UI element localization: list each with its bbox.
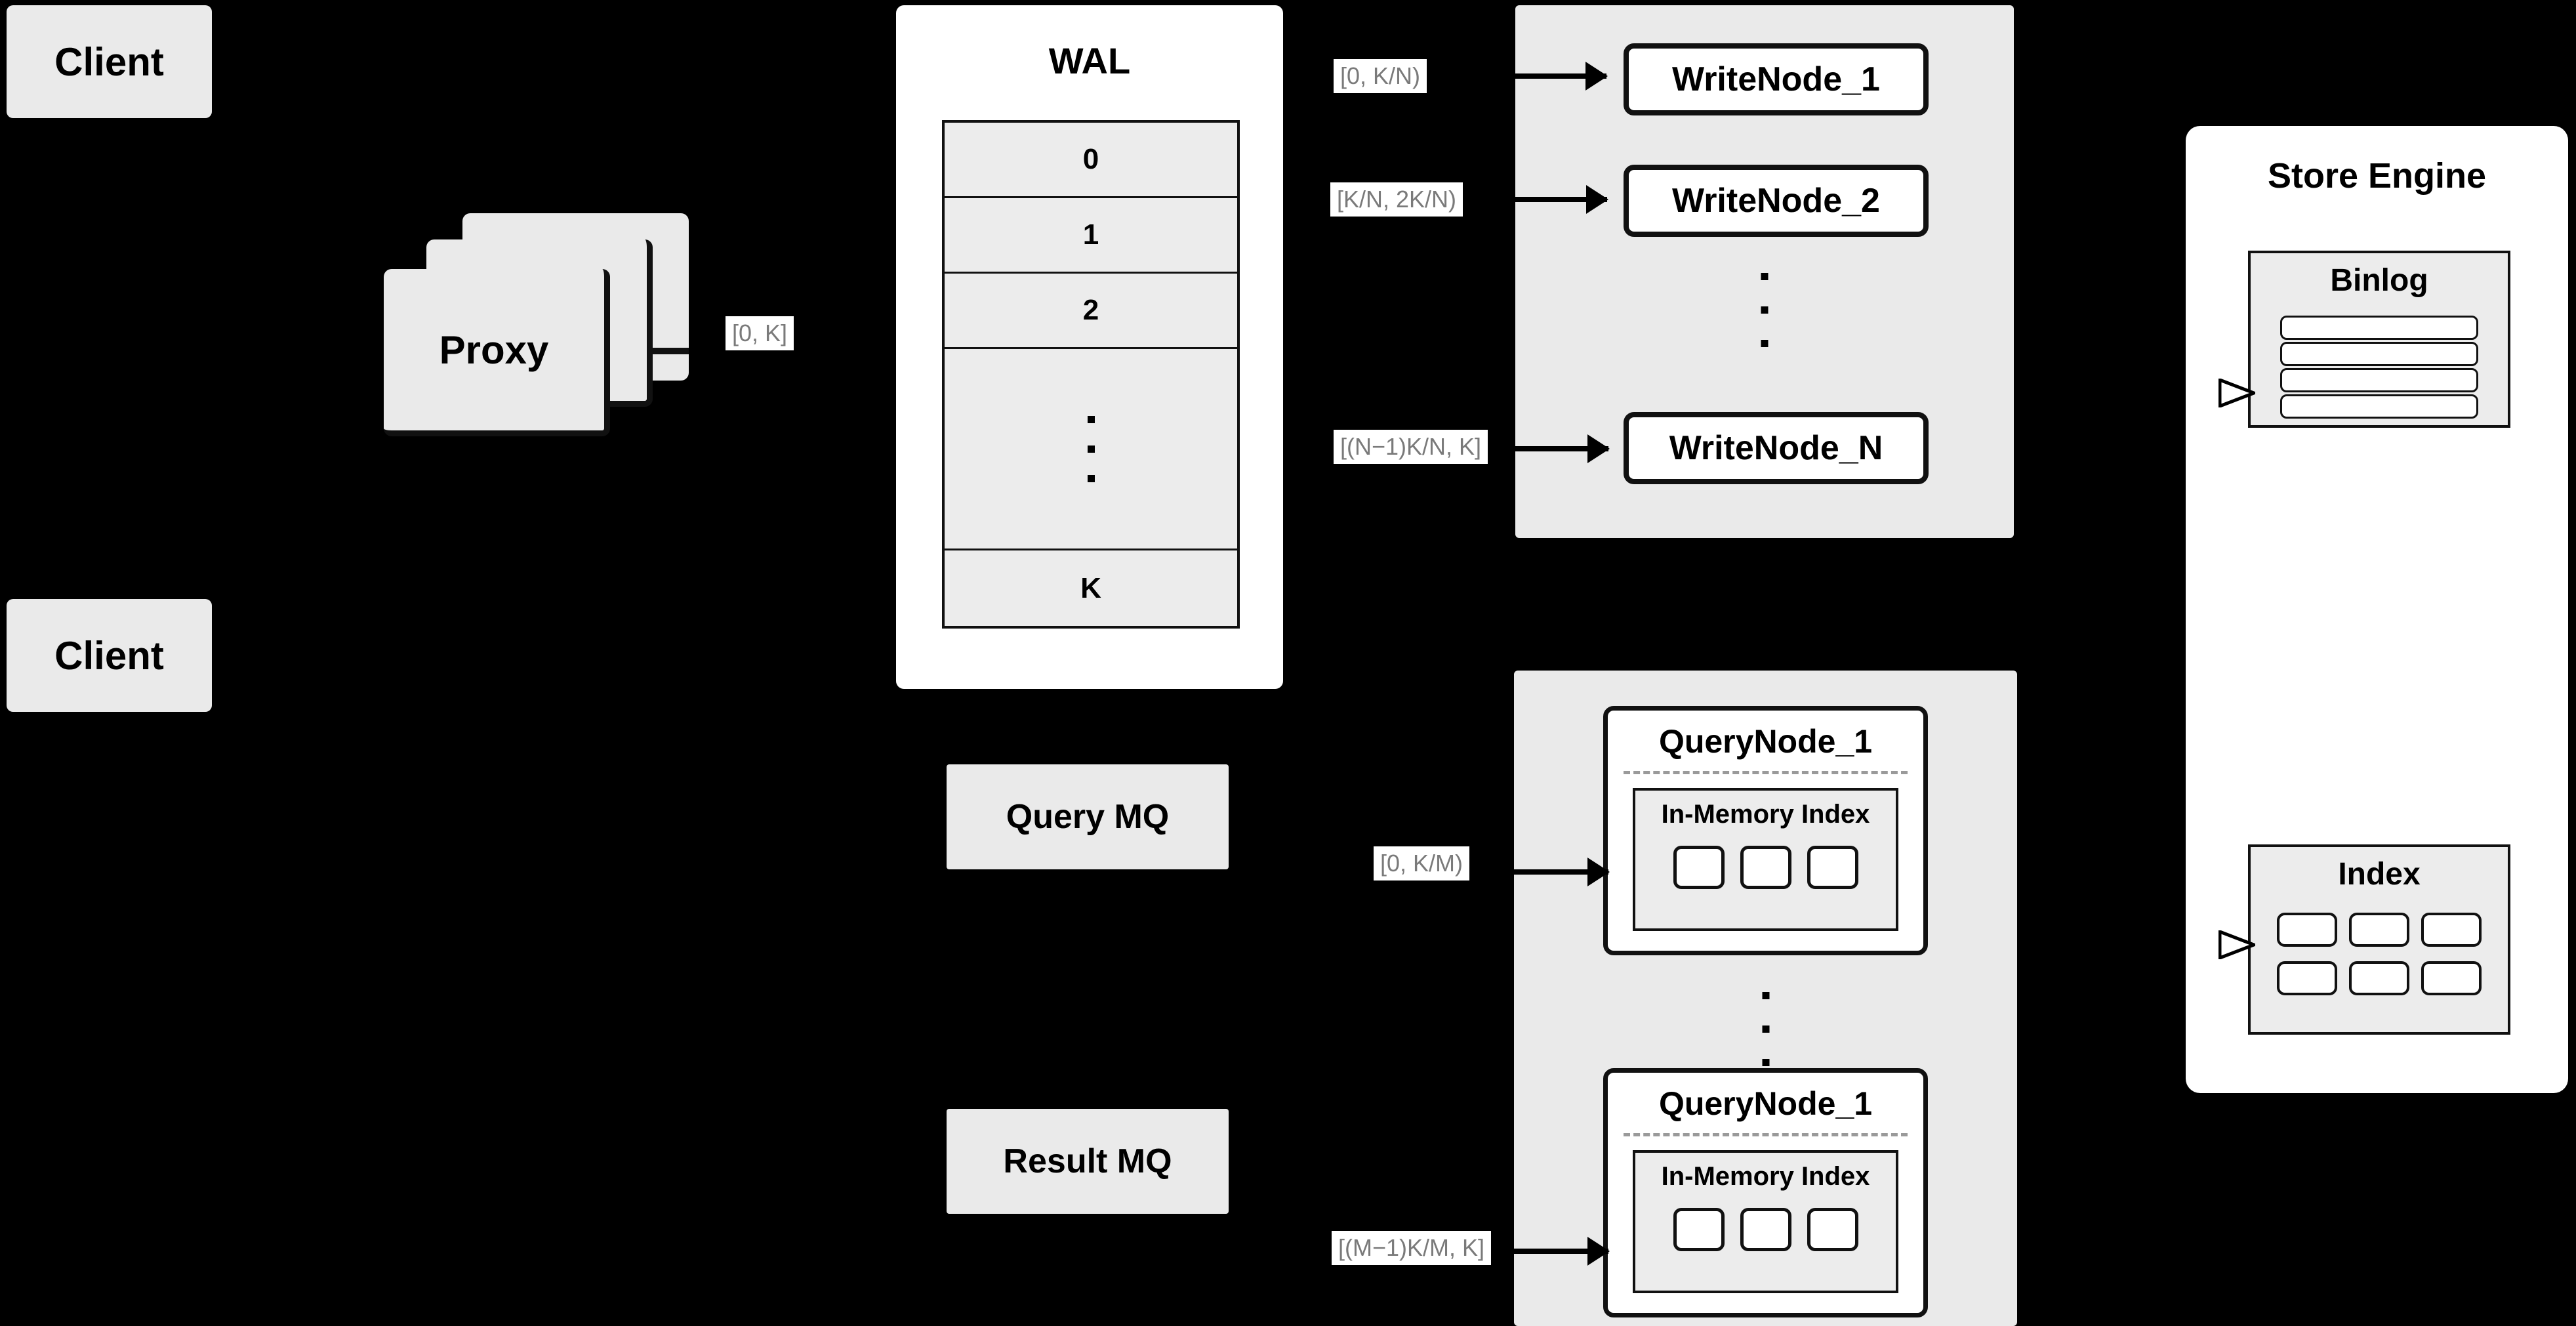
index-cell [2421,961,2482,995]
in-memory-index-2-title: In-Memory Index [1661,1162,1870,1191]
wal-row-2: 2 [945,274,1237,349]
ellipsis-dot-icon [1762,1026,1769,1033]
range-label-write-node-2: [K/N, 2K/N) [1330,182,1463,217]
range-label-query-node-2: [(M−1)K/M, K] [1332,1231,1492,1265]
in-memory-index-cell [1673,846,1725,889]
binlog-title: Binlog [2330,263,2428,298]
in-memory-index-cell [1673,1208,1725,1251]
range-label-proxy-to-wal: [0, K] [726,316,794,350]
query-node-1[interactable]: QueryNode_1 In-Memory Index [1603,706,1928,955]
ellipsis-dot-icon [1761,273,1768,280]
range-label-write-node-1: [0, K/N) [1334,59,1427,93]
arrow-to-write-node-n [1515,446,1608,451]
client-box-1[interactable]: Client [7,5,212,118]
wal-row-k: K [1080,571,1101,604]
ellipsis-dot-icon [1087,415,1095,423]
proxy-card-front[interactable]: Proxy [384,269,610,436]
wal-row-1: 1 [945,198,1237,274]
write-node-ellipsis [1761,273,1768,347]
index-cell [2349,961,2409,995]
index-grid [2277,913,2482,995]
wal-row-0: 0 [945,123,1237,198]
query-node-2-title: QueryNode_1 [1658,1085,1873,1122]
index-section: Index [2248,844,2510,1035]
in-memory-index-2: In-Memory Index [1633,1150,1898,1293]
query-mq-box[interactable]: Query MQ [947,764,1229,869]
query-node-2[interactable]: QueryNode_1 In-Memory Index [1603,1068,1928,1317]
result-mq-box[interactable]: Result MQ [947,1109,1229,1214]
in-memory-index-cell [1740,1208,1791,1251]
in-memory-index-1-title: In-Memory Index [1661,800,1870,829]
write-node-n[interactable]: WriteNode_N [1624,412,1929,484]
binlog-row [2280,394,2478,419]
index-cell [2277,961,2337,995]
in-memory-index-cell [1740,846,1791,889]
wal-row-ellipsis [945,349,1237,550]
wal-title: WAL [1048,40,1131,81]
store-engine-panel: Store Engine Binlog Index [2186,126,2568,1093]
wal-entry-table: 0 1 2 K [942,120,1240,629]
ellipsis-dot-icon [1762,1059,1769,1066]
in-memory-index-1-cells [1635,846,1896,889]
ellipsis-dot-icon [1762,992,1769,999]
binlog-rows [2280,316,2478,419]
ellipsis-dot-icon [1087,474,1095,482]
in-memory-index-cell [1807,1208,1858,1251]
wal-panel: WAL 0 1 2 K [896,5,1283,689]
in-memory-index-cell [1807,846,1858,889]
in-memory-index-2-cells [1635,1208,1896,1251]
write-node-1[interactable]: WriteNode_1 [1624,43,1929,115]
query-node-ellipsis [1762,992,1769,1066]
binlog-row [2280,316,2478,340]
range-label-query-node-1: [0, K/M) [1374,846,1470,881]
arrow-to-write-node-1 [1433,73,1606,79]
query-node-1-divider [1624,771,1908,774]
store-engine-title: Store Engine [2267,156,2487,196]
index-cell [2349,913,2409,947]
ellipsis-dot-icon [1761,306,1768,314]
write-node-cluster: WriteNode_1 WriteNode_2 WriteNode_N [1515,5,2014,538]
arrow-to-query-node-1 [1486,869,1608,875]
range-label-write-node-n: [(N−1)K/N, K] [1334,430,1488,464]
in-memory-index-1: In-Memory Index [1633,788,1898,931]
binlog-section: Binlog [2248,251,2510,428]
index-cell [2421,913,2482,947]
proxy-connector-stub [649,348,689,354]
query-node-2-divider [1624,1133,1908,1136]
binlog-row [2280,368,2478,392]
arrow-to-binlog [2146,379,2255,407]
client-box-2[interactable]: Client [7,599,212,712]
proxy-stack[interactable]: Proxy [384,213,692,436]
ellipsis-dot-icon [1087,445,1095,453]
query-node-1-title: QueryNode_1 [1658,723,1873,760]
write-node-2[interactable]: WriteNode_2 [1624,165,1929,237]
arrow-to-write-node-2 [1501,197,1607,202]
ellipsis-dot-icon [1761,340,1768,347]
binlog-row [2280,342,2478,366]
arrow-to-index [2146,930,2255,959]
index-cell [2277,913,2337,947]
arrow-to-query-node-2 [1509,1249,1608,1254]
index-title: Index [2338,857,2421,892]
query-node-cluster: QueryNode_1 In-Memory Index QueryNode_1 … [1514,671,2017,1326]
